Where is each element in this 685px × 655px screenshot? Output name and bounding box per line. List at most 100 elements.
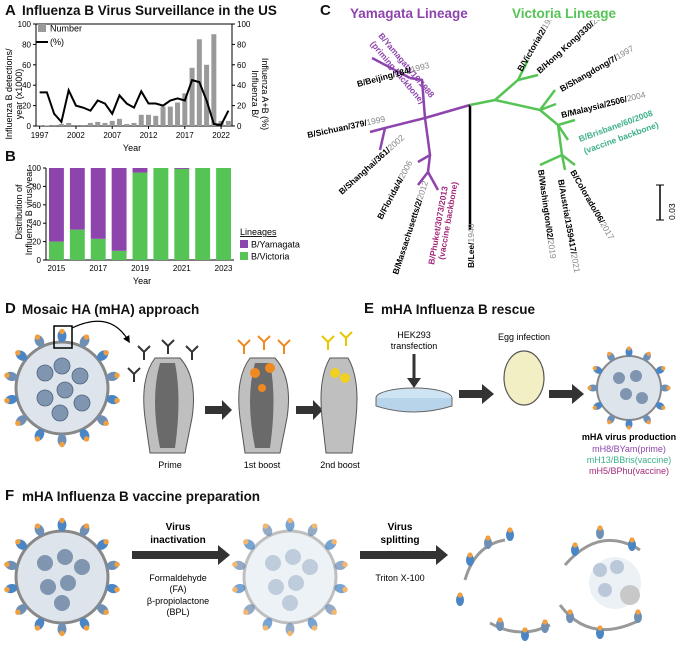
bar-number-2021 bbox=[211, 34, 217, 127]
bar-victoria-2023 bbox=[216, 168, 231, 260]
ha-tip bbox=[34, 523, 41, 529]
ha-tip bbox=[83, 334, 90, 340]
ha-tip bbox=[342, 586, 348, 593]
xtick-label-2022: 2022 bbox=[212, 131, 230, 140]
ha-tip bbox=[287, 517, 293, 524]
ha-tip bbox=[331, 609, 337, 615]
ytick-label-100: 100 bbox=[18, 20, 32, 29]
chart-b-ylabel-1: Distribution of bbox=[14, 184, 24, 240]
panel-e-title: mHA Influenza B rescue bbox=[381, 302, 536, 317]
ha-tip bbox=[287, 630, 293, 637]
legend-number-swatch bbox=[38, 24, 46, 32]
bar-number-2007 bbox=[109, 120, 115, 126]
b-xtick-label-2015: 2015 bbox=[48, 264, 66, 273]
bar-yamagata-2021 bbox=[174, 168, 190, 169]
split-ha-head bbox=[496, 619, 504, 631]
ha-tip bbox=[243, 539, 249, 545]
bar-number-2020 bbox=[204, 64, 210, 126]
bar-yamagata-2015 bbox=[49, 168, 64, 242]
bar-victoria-2018 bbox=[111, 250, 127, 260]
ha-tip bbox=[114, 372, 120, 379]
b-ytick-label-40: 40 bbox=[32, 219, 41, 228]
strain-austria: B/Austria/1359417/2021 bbox=[556, 179, 582, 274]
split-ha-head bbox=[634, 611, 642, 623]
y2tick-label-80: 80 bbox=[237, 40, 246, 49]
bar-victoria-2022 bbox=[195, 168, 211, 260]
ha-tip bbox=[311, 625, 318, 631]
ha-tip bbox=[331, 539, 337, 545]
splitting-title-2: splitting bbox=[381, 535, 420, 546]
ha-tip bbox=[15, 420, 21, 426]
step-prime-label: Prime bbox=[158, 460, 182, 470]
bar-number-2023 bbox=[225, 120, 231, 126]
ha-tip bbox=[15, 609, 21, 615]
ha-tip bbox=[34, 625, 41, 631]
bar-number-2016 bbox=[175, 102, 181, 126]
virion-f-inactivated bbox=[242, 529, 338, 625]
agent-bpl-abbr: (BPL) bbox=[166, 607, 189, 617]
bar-number-2005 bbox=[95, 121, 101, 126]
transfection-label-1: HEK293 bbox=[397, 330, 431, 340]
ha-tip bbox=[83, 436, 90, 442]
split-ha-head bbox=[466, 554, 474, 566]
legend-yamagata-label: B/Yamagata bbox=[251, 240, 300, 250]
ha-tip bbox=[592, 366, 597, 371]
chart-a-y2label-2: Influenza A+B (%) bbox=[260, 58, 270, 130]
b-xtick-label-2021: 2021 bbox=[173, 264, 191, 273]
ytick-label-80: 80 bbox=[22, 40, 31, 49]
ytick-label-40: 40 bbox=[22, 81, 31, 90]
virion-f-intact-spikes bbox=[4, 517, 120, 637]
step-boost1-label: 1st boost bbox=[244, 460, 281, 470]
ha-tip bbox=[342, 561, 348, 568]
y2tick-label-0: 0 bbox=[237, 122, 242, 131]
chart-a-line bbox=[39, 78, 230, 127]
panel-d-illustration: Prime 1st boost 2nd boost bbox=[4, 320, 360, 470]
y2tick-label-40: 40 bbox=[237, 81, 246, 90]
split-ha-head bbox=[596, 527, 604, 539]
bar-number-2006 bbox=[102, 122, 108, 126]
ha-tip bbox=[59, 328, 65, 335]
arrow-to-egg bbox=[459, 384, 494, 404]
ha-tip bbox=[311, 523, 318, 529]
yamagata-lineage-title: Yamagata Lineage bbox=[350, 6, 468, 21]
split-ha-head bbox=[566, 611, 574, 623]
ha-tip bbox=[592, 405, 597, 410]
ha-tip bbox=[607, 351, 612, 356]
panel-a-title: Influenza B Virus Surveillance in the US bbox=[22, 3, 277, 18]
ha-tip bbox=[646, 420, 651, 425]
bar-number-2012 bbox=[146, 114, 152, 126]
bar-number-2014 bbox=[160, 106, 166, 126]
legend-yamagata-swatch bbox=[240, 240, 248, 248]
split-ha-head bbox=[571, 544, 579, 556]
egg bbox=[503, 350, 545, 406]
bar-number-2001 bbox=[66, 122, 72, 126]
arrow-inactivation bbox=[132, 545, 230, 565]
scale-bar-label: 0.03 bbox=[667, 203, 677, 220]
ha-tip bbox=[15, 539, 21, 545]
virion-f-inactivated-spikes bbox=[232, 517, 348, 637]
y2tick-label-20: 20 bbox=[237, 102, 246, 111]
ha-tip bbox=[661, 366, 666, 371]
chart-a-xlabel: Year bbox=[123, 143, 141, 153]
phylogenetic-tree: B/Yamagata/16/1988 (priming backbone) B/… bbox=[306, 20, 677, 276]
bar-number-2011 bbox=[138, 114, 144, 126]
virion-f-intact bbox=[14, 529, 110, 625]
split-ha-tip bbox=[597, 625, 603, 631]
agent-triton: Triton X-100 bbox=[375, 573, 424, 583]
chart-a: Influenza B detections/ year (x1000) Inf… bbox=[4, 20, 270, 153]
ha-tip bbox=[232, 586, 238, 593]
b-ytick-label-100: 100 bbox=[28, 164, 42, 173]
bar-victoria-2020 bbox=[153, 168, 169, 260]
ha-tip bbox=[103, 609, 109, 615]
y2tick-label-100: 100 bbox=[237, 20, 251, 29]
virion-d-spikes bbox=[4, 328, 120, 448]
antibodies-boost2 bbox=[321, 331, 353, 350]
ha-tip bbox=[626, 346, 632, 351]
victoria-branches bbox=[469, 59, 576, 171]
split-ha-tip bbox=[497, 617, 503, 623]
agent-fa-abbr: (FA) bbox=[170, 584, 187, 594]
split-core bbox=[589, 557, 641, 609]
split-ha-tip bbox=[635, 609, 641, 615]
ha-tip bbox=[103, 420, 109, 426]
ha-tip bbox=[646, 351, 651, 356]
